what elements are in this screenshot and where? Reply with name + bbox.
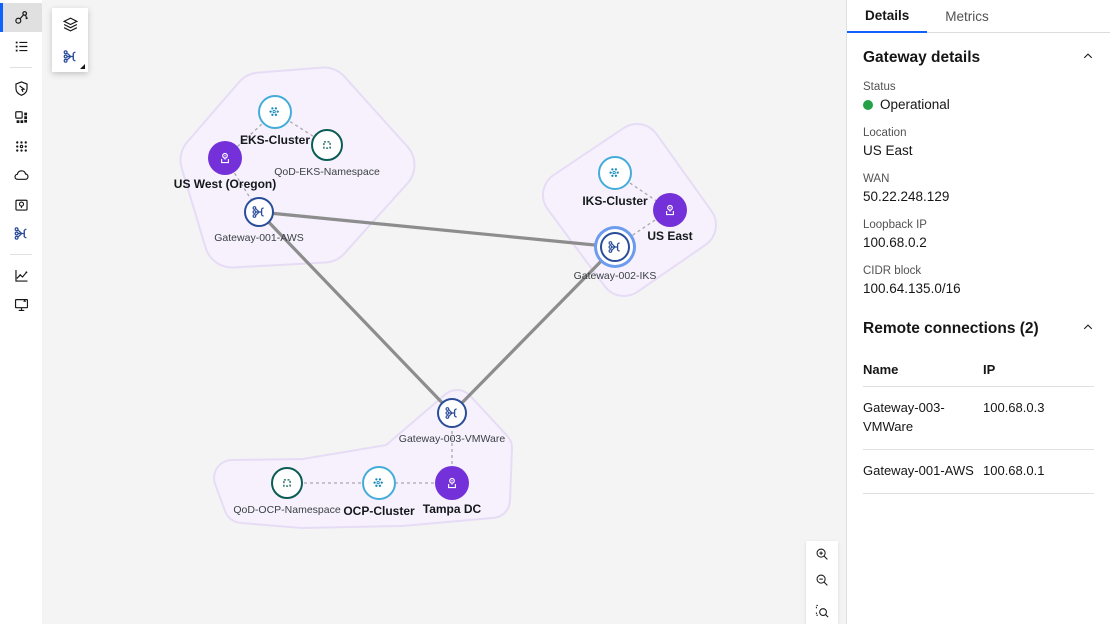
sidebar-item-gateways[interactable]: [0, 219, 42, 248]
node-label: QoD-OCP-Namespace: [233, 504, 341, 516]
location-icon: [208, 141, 242, 175]
details-panel: Details Metrics Gateway details Status O…: [846, 0, 1110, 624]
topology-graph: [179, 66, 717, 529]
table-row[interactable]: Gateway-003-VMWare 100.68.0.3: [863, 386, 1094, 450]
field-label: Status: [863, 81, 896, 93]
cluster-icon: [362, 466, 396, 500]
sidebar-divider: [10, 254, 32, 255]
field-label: WAN: [863, 173, 890, 185]
gateway-icon: [437, 398, 467, 428]
fit-to-screen-icon: [815, 604, 828, 617]
topology-canvas[interactable]: EKS-Cluster QoD-EKS-Namespace US West (O…: [42, 0, 846, 624]
field-value: 100.68.0.2: [863, 235, 927, 250]
field-value: 100.64.135.0/16: [863, 281, 961, 296]
zoom-out-button[interactable]: [806, 567, 838, 593]
node-label: Gateway-001-AWS: [214, 232, 304, 244]
flyout-corner-indicator: [80, 64, 85, 69]
namespace-icon: [271, 467, 303, 499]
status-dot-operational: [863, 99, 873, 110]
objects-icon: [14, 111, 27, 124]
monitor-alert-icon: [14, 299, 28, 312]
node-label: Gateway-002-IKS: [573, 270, 657, 282]
left-icon-sidebar: [0, 0, 42, 624]
topology-options-icon: [63, 49, 76, 63]
zoom-in-icon: [816, 548, 828, 560]
cell-ip: 100.68.0.3: [983, 386, 1094, 450]
field-loopback-ip: Loopback IP 100.68.0.2: [863, 219, 1094, 250]
sidebar-divider: [10, 67, 32, 68]
topology-icon: [14, 11, 28, 24]
sidebar-item-cloud[interactable]: [0, 161, 42, 190]
field-value: Operational: [880, 97, 950, 112]
cluster-icon: [598, 156, 632, 190]
zoom-in-button[interactable]: [806, 541, 838, 567]
gateway-tunnels: [257, 210, 617, 415]
sidebar-item-security[interactable]: [0, 74, 42, 103]
list-icon: [15, 41, 27, 52]
column-header-name[interactable]: Name: [863, 352, 983, 387]
cell-ip: 100.68.0.1: [983, 449, 1094, 494]
sidebar-item-resources[interactable]: [0, 103, 42, 132]
sidebar-item-locations[interactable]: [0, 190, 42, 219]
zoom-controls: [806, 541, 838, 624]
field-status: Status Operational: [863, 81, 1094, 112]
field-label: Location: [863, 127, 907, 139]
fit-to-screen-button[interactable]: [806, 598, 838, 624]
zoom-out-icon: [816, 574, 828, 586]
network-branch-icon: [14, 227, 27, 240]
sidebar-item-services[interactable]: [0, 132, 42, 161]
sidebar-item-analytics[interactable]: [0, 261, 42, 290]
dots-grid-icon: [15, 141, 27, 152]
node-label: OCP-Cluster: [343, 504, 415, 518]
cell-name: Gateway-003-VMWare: [863, 386, 983, 450]
field-value: 50.22.248.129: [863, 189, 950, 204]
canvas-toolbar: [52, 8, 88, 72]
node-label: QoD-EKS-Namespace: [274, 166, 380, 178]
field-wan: WAN 50.22.248.129: [863, 173, 1094, 204]
field-location: Location US East: [863, 127, 1094, 158]
namespace-icon: [311, 129, 343, 161]
panel-tabs: Details Metrics: [847, 0, 1110, 33]
remote-connections-section-header[interactable]: Remote connections (2): [863, 320, 1094, 338]
node-label: Gateway-003-VMWare: [398, 433, 506, 445]
remote-connections-title: Remote connections (2): [863, 320, 1039, 337]
column-header-ip[interactable]: IP: [983, 352, 1094, 387]
sidebar-item-events[interactable]: [0, 290, 42, 319]
topology-options-button[interactable]: [52, 40, 88, 72]
tab-metrics[interactable]: Metrics: [945, 9, 989, 24]
shield-cursor-icon: [14, 81, 28, 96]
node-label: US East: [647, 229, 693, 243]
cluster-icon: [258, 95, 292, 129]
node-label: Tampa DC: [422, 502, 482, 516]
deployment-icon: [14, 199, 28, 211]
chevron-up-icon[interactable]: [1082, 49, 1094, 67]
gateway-details-title: Gateway details: [863, 49, 981, 66]
cell-name: Gateway-001-AWS: [863, 449, 983, 494]
location-icon: [653, 193, 687, 227]
remote-connections-table: Name IP Gateway-003-VMWare 100.68.0.3 Ga…: [863, 352, 1094, 494]
analytics-icon: [14, 269, 27, 282]
field-value: US East: [863, 143, 913, 158]
layers-icon: [62, 16, 78, 32]
node-label: IKS-Cluster: [582, 194, 648, 208]
gateway-details-section-header[interactable]: Gateway details: [863, 49, 1094, 67]
sidebar-item-list[interactable]: [0, 32, 42, 61]
field-label: CIDR block: [863, 265, 922, 277]
gateway-icon-selected: [600, 232, 630, 262]
node-label: US West (Oregon): [173, 177, 277, 191]
sidebar-item-topology[interactable]: [0, 3, 42, 32]
field-label: Loopback IP: [863, 219, 927, 231]
location-icon: [435, 466, 469, 500]
layers-button[interactable]: [52, 8, 88, 40]
field-cidr-block: CIDR block 100.64.135.0/16: [863, 265, 1094, 296]
table-row[interactable]: Gateway-001-AWS 100.68.0.1: [863, 449, 1094, 494]
node-label: EKS-Cluster: [239, 133, 311, 147]
cloud-icon: [13, 170, 29, 180]
chevron-up-icon[interactable]: [1082, 320, 1094, 338]
tab-details[interactable]: Details: [847, 0, 928, 33]
gateway-icon: [244, 197, 274, 227]
